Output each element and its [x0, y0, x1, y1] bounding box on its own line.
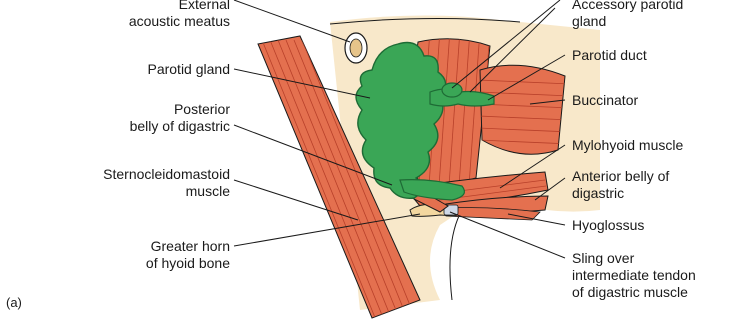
label-parotid-duct: Parotid duct	[572, 47, 647, 64]
label-buccinator: Buccinator	[572, 92, 638, 109]
label-greater-horn-hyoid: Greater horn of hyoid bone	[60, 238, 230, 272]
label-line: muscle	[20, 183, 230, 200]
label-external-acoustic-meatus: External acoustic meatus	[60, 0, 230, 30]
panel-label: (a)	[6, 294, 22, 311]
label-line: Hyoglossus	[572, 217, 644, 234]
label-line: Parotid duct	[572, 47, 647, 64]
label-line: Accessory parotid	[572, 0, 683, 13]
label-line: Posterior	[40, 101, 230, 118]
label-mylohyoid: Mylohyoid muscle	[572, 137, 683, 154]
label-line: Buccinator	[572, 92, 638, 109]
label-line: Sternocleidomastoid	[20, 166, 230, 183]
label-line: digastric	[572, 185, 669, 202]
label-line: belly of digastric	[40, 118, 230, 135]
label-line: External	[60, 0, 230, 13]
external-acoustic-meatus-opening	[350, 39, 362, 57]
label-line: Sling over	[572, 250, 696, 267]
label-posterior-belly-digastric: Posterior belly of digastric	[40, 101, 230, 135]
accessory-parotid-gland	[442, 83, 462, 97]
label-hyoglossus: Hyoglossus	[572, 217, 644, 234]
label-parotid-gland: Parotid gland	[60, 61, 230, 78]
label-line: of digastric muscle	[572, 284, 696, 301]
label-line: Greater horn	[60, 238, 230, 255]
label-line: Parotid gland	[60, 61, 230, 78]
label-sling-tendon: Sling over intermediate tendon of digast…	[572, 250, 696, 301]
label-anterior-belly-digastric: Anterior belly of digastric	[572, 168, 669, 202]
label-line: Anterior belly of	[572, 168, 669, 185]
label-accessory-parotid: Accessory parotid gland	[572, 0, 683, 30]
label-line: Mylohyoid muscle	[572, 137, 683, 154]
label-line: gland	[572, 13, 683, 30]
label-line: of hyoid bone	[60, 255, 230, 272]
label-sternocleidomastoid: Sternocleidomastoid muscle	[20, 166, 230, 200]
label-line: acoustic meatus	[60, 13, 230, 30]
label-line: intermediate tendon	[572, 267, 696, 284]
